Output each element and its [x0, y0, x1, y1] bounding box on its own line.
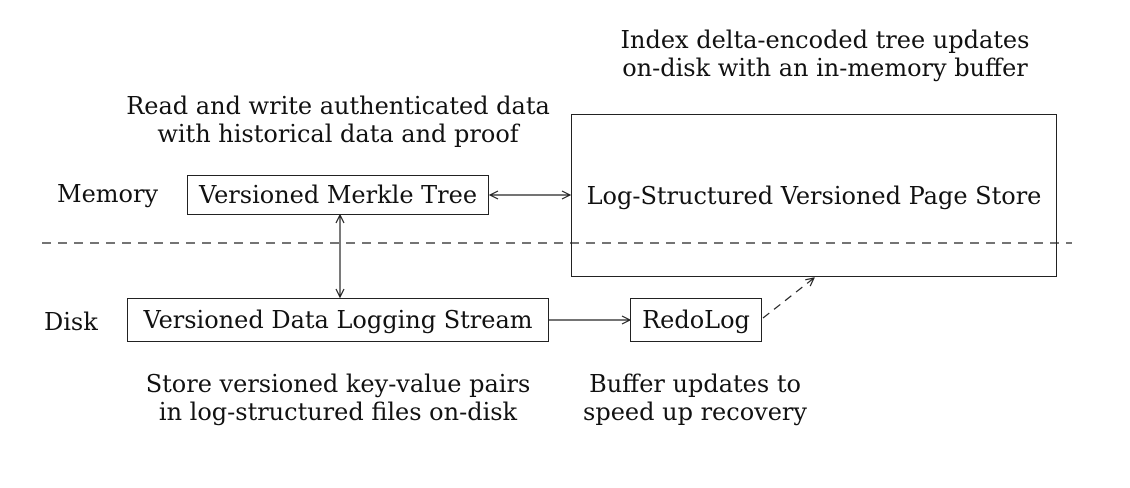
- redolog-label: RedoLog: [642, 306, 750, 334]
- rw-note-line-1: Read and write authenticated data: [126, 92, 550, 120]
- store-note-line-2: in log-structured files on-disk: [158, 398, 518, 426]
- versioned-merkle-tree-box: Versioned Merkle Tree: [187, 175, 489, 215]
- disk-layer-label: Disk: [44, 308, 98, 336]
- logging-stream-label: Versioned Data Logging Stream: [143, 306, 533, 334]
- index-note: Index delta-encoded tree updates on-disk…: [570, 26, 1080, 82]
- redolog-box: RedoLog: [630, 298, 762, 342]
- rw-note: Read and write authenticated data with h…: [88, 92, 588, 148]
- page-store-label: Log-Structured Versioned Page Store: [586, 181, 1042, 210]
- memory-layer-label: Memory: [57, 180, 159, 208]
- versioned-merkle-tree-label: Versioned Merkle Tree: [198, 181, 478, 209]
- logging-stream-box: Versioned Data Logging Stream: [127, 298, 549, 342]
- index-note-line-2: on-disk with an in-memory buffer: [622, 54, 1028, 82]
- store-note: Store versioned key-value pairs in log-s…: [98, 370, 578, 426]
- buffer-note-line-1: Buffer updates to: [589, 370, 801, 398]
- index-note-line-1: Index delta-encoded tree updates: [620, 26, 1030, 54]
- store-note-line-1: Store versioned key-value pairs: [145, 370, 531, 398]
- buffer-note: Buffer updates to speed up recovery: [560, 370, 830, 426]
- buffer-note-line-2: speed up recovery: [583, 398, 807, 426]
- redolog-to-pagestore-arrow: [762, 278, 814, 319]
- rw-note-line-2: with historical data and proof: [157, 120, 519, 148]
- page-store-box: Log-Structured Versioned Page Store: [571, 114, 1057, 277]
